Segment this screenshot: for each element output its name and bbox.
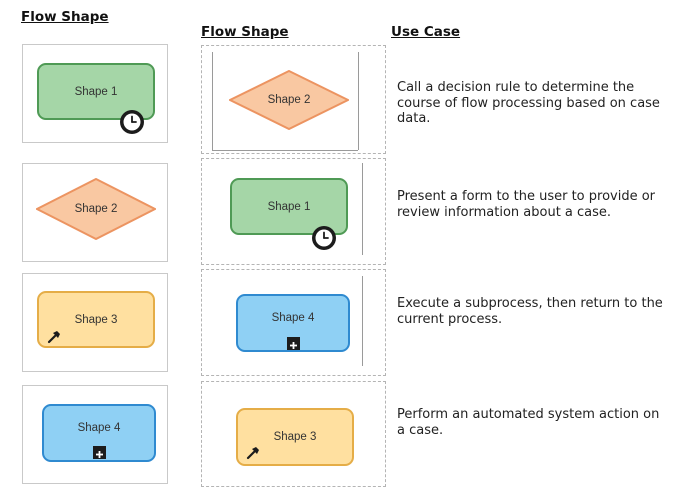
clock-icon [120,110,144,134]
right-cell-1: Shape 2 [201,45,386,154]
plus-icon [287,337,300,350]
right-cell-4: Shape 3 [201,381,386,487]
left-cell-2: Shape 2 [22,163,168,262]
right-cell-2: Shape 1 [201,158,386,265]
hammer-icon [47,331,60,344]
heading-use-case: Use Case [391,24,461,40]
use-case-2: Present a form to the user to provide or… [397,189,656,220]
shape-label: Shape 1 [74,85,118,98]
right-shape-1[interactable]: Shape 1 [230,178,348,235]
connector-line [212,150,358,151]
left-cell-3: Shape 3 [22,273,168,372]
right-cell-3: Shape 4 [201,269,386,376]
right-shape-2[interactable]: Shape 2 [229,70,349,130]
connector-line [362,276,363,366]
connector-line [362,163,363,255]
connector-line [358,52,359,150]
heading-right-flow-shape: Flow Shape [201,24,289,40]
shape-label: Shape 3 [74,313,118,326]
clock-icon [312,226,336,250]
shape-label: Shape 1 [267,200,311,213]
diamond-shape [36,178,156,240]
left-shape-2[interactable]: Shape 2 [36,178,156,240]
shape-label: Shape 2 [267,94,311,106]
use-case-4: Perform an automated system action on a … [397,407,660,438]
shape-label: Shape 4 [271,311,315,324]
plus-icon [93,446,106,459]
shape-label: Shape 2 [74,203,118,215]
use-case-1: Call a decision rule to determine the co… [397,80,660,126]
diamond-shape [229,70,349,130]
hammer-icon [246,447,259,460]
left-shape-3[interactable]: Shape 3 [37,291,155,348]
shape-label: Shape 3 [273,431,317,443]
connector-line [212,52,213,150]
shape-label: Shape 4 [77,421,121,434]
left-cell-4: Shape 4 [22,385,168,484]
left-cell-1: Shape 1 [22,44,168,143]
left-shape-1[interactable]: Shape 1 [37,63,155,120]
heading-left-flow-shape: Flow Shape [21,9,109,25]
right-shape-3[interactable]: Shape 3 [236,408,354,466]
use-case-3: Execute a subprocess, then return to the… [397,296,663,327]
